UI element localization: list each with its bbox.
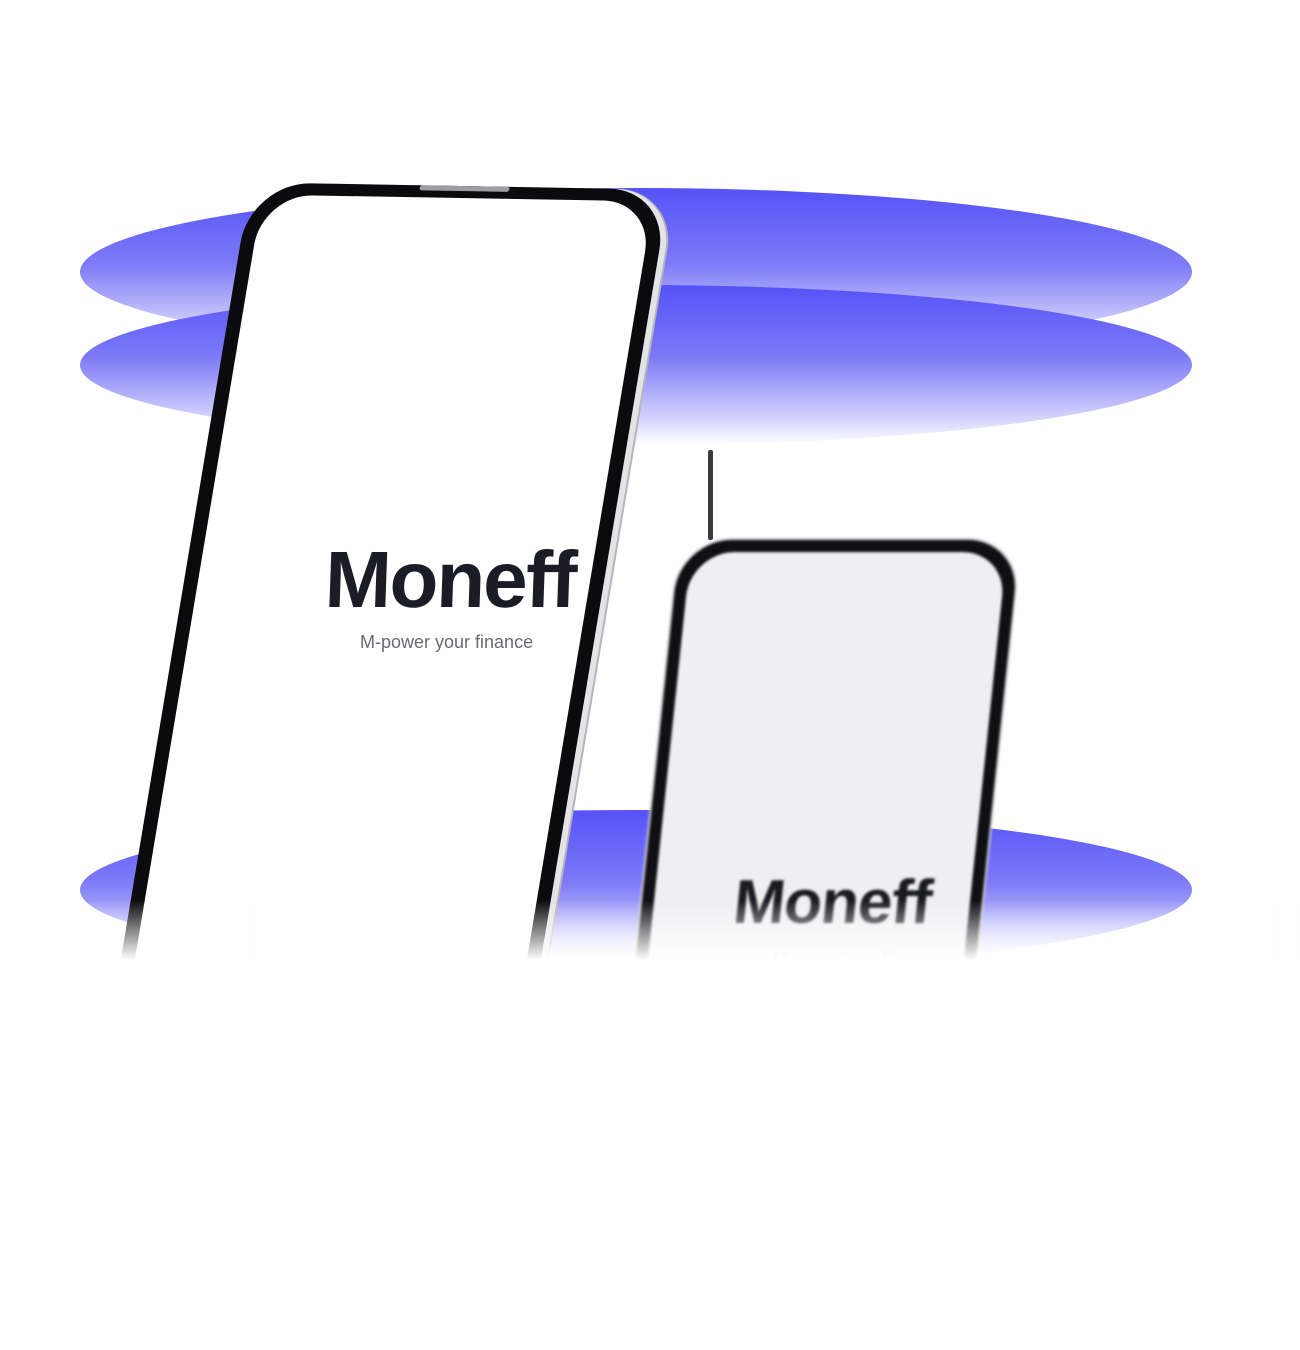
back-phone-tagline: M-power your finance bbox=[771, 950, 938, 960]
brand-logo: Moneff bbox=[323, 535, 577, 624]
back-phone-logo: Moneff bbox=[730, 868, 935, 937]
illustration-clip: Moneff M-power your finance Moneff M-pow… bbox=[0, 182, 1300, 960]
phone-side-button bbox=[708, 450, 713, 540]
back-phone-mockup: Moneff M-power your finance bbox=[612, 540, 1020, 960]
brand-tagline: M-power your finance bbox=[360, 632, 534, 652]
